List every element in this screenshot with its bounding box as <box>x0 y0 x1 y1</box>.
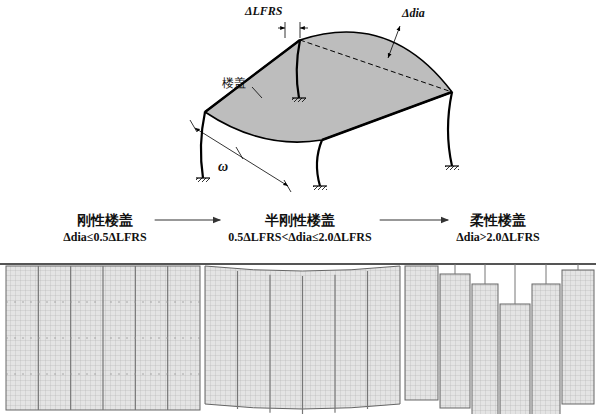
floor-type-heading: 半刚性楼盖0.5ΔLFRS<Δdia≤2.0ΔLFRS <box>224 210 375 246</box>
heading-text: 半刚性楼盖 <box>228 211 371 229</box>
column <box>317 140 322 186</box>
floor-type-heading: 柔性楼盖Δdia>2.0ΔLFRS <box>452 210 544 246</box>
floor-plate <box>205 32 452 142</box>
heading-text: 刚性楼盖 <box>63 211 146 229</box>
leader-line <box>252 87 262 98</box>
column <box>201 112 205 178</box>
dimension-label: ΔLFRS <box>245 4 283 18</box>
rigid-floor-panel <box>6 266 200 410</box>
dimension-label: ω <box>218 160 228 174</box>
column <box>297 40 300 98</box>
criterion-formula: Δdia>2.0ΔLFRS <box>456 229 540 245</box>
flexible-floor-panel <box>405 264 594 414</box>
floor-edge <box>322 92 452 140</box>
criterion-formula: Δdia≤0.5ΔLFRS <box>63 229 146 245</box>
dimension-line <box>195 128 288 186</box>
diaphragm-arrow <box>388 26 400 58</box>
top-beam <box>0 263 596 265</box>
drift-marker <box>285 22 286 38</box>
drift-arrow <box>278 28 285 29</box>
part-label: 楼盖 <box>222 76 246 90</box>
transition-arrow <box>155 219 221 220</box>
floor-edge <box>205 40 300 112</box>
dimension-tick <box>190 120 197 132</box>
heading-text: 柔性楼盖 <box>456 211 540 229</box>
floor-type-heading: 刚性楼盖Δdia≤0.5ΔLFRS <box>59 210 150 246</box>
drift-marker <box>300 22 301 38</box>
transition-arrow <box>380 219 449 220</box>
criterion-formula: 0.5ΔLFRS<Δdia≤2.0ΔLFRS <box>228 229 371 245</box>
column <box>448 92 452 166</box>
undeformed-edge <box>300 40 452 92</box>
drift-arrow <box>300 28 308 29</box>
ground-support <box>196 98 459 190</box>
dimension-tick <box>236 147 243 159</box>
dimension-tick <box>284 180 291 192</box>
panel-seams <box>6 266 368 414</box>
dimension-label: Δdia <box>402 6 425 20</box>
